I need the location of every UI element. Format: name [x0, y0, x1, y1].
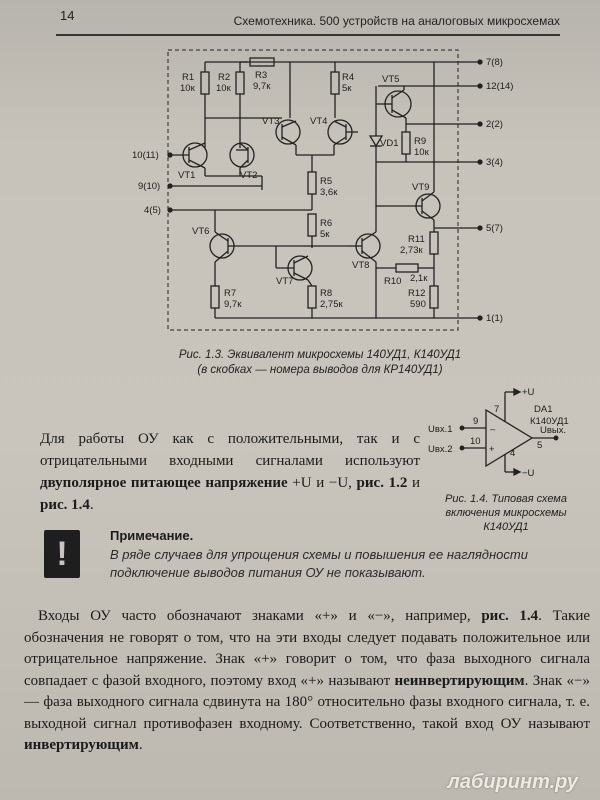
r7-value: 9,7к — [224, 299, 242, 310]
running-head: Схемотехника. 500 устройств на аналоговы… — [233, 14, 560, 28]
r9-value: 10к — [414, 147, 430, 158]
fig-1-4-caption-line3: К140УД1 — [483, 521, 529, 533]
r6-label: R6 — [320, 218, 332, 229]
pin5-label: 5 — [537, 440, 542, 451]
note-text: В ряде случаев для упрощения схемы и пов… — [110, 547, 528, 580]
fig-1-3-caption-line1: Рис. 1.3. Эквивалент микросхемы 140УД1, … — [178, 349, 462, 361]
vt9-label: VT9 — [412, 182, 429, 193]
r3-value: 9,7к — [253, 81, 271, 92]
r4-value: 5к — [342, 83, 352, 94]
para2-bold-3: инвертирующим — [24, 737, 139, 753]
r11-value: 2,73к — [400, 245, 423, 256]
fig-1-3-schematic: R1 10к R2 10к R3 9,7к R4 5к R5 3,6к R6 5… — [132, 49, 513, 331]
paragraph-2: Входы ОУ часто обозначают знаками «+» и … — [24, 606, 590, 757]
paragraph-1: Для работы ОУ как с положительными, так … — [40, 428, 420, 516]
pin4-label: 4 — [510, 448, 515, 459]
r3-label: R3 — [255, 70, 267, 81]
pin-1-1: 1(1) — [486, 313, 503, 324]
vt2-label: VT2 — [240, 170, 257, 181]
para2-bold-1: рис. 1.4 — [481, 608, 539, 624]
r2-label: R2 — [218, 72, 230, 83]
r5-value: 3,6к — [320, 187, 338, 198]
para1-bold-1: двуполярное питающее напряжение — [40, 475, 288, 491]
vt5-label: VT5 — [382, 74, 399, 85]
r5-label: R5 — [320, 176, 332, 187]
r11-label: R11 — [408, 234, 425, 245]
fig-1-4-caption-line2: включения микросхемы — [445, 507, 567, 519]
r8-label: R8 — [320, 288, 332, 299]
watermark: лабиринт.ру — [447, 771, 578, 793]
pin10-label: 10 — [470, 436, 481, 447]
vt1-label: VT1 — [178, 170, 195, 181]
r12-value: 590 — [410, 299, 426, 310]
page-number: 14 — [60, 8, 75, 23]
pin-12-14: 12(14) — [486, 81, 513, 92]
pin-9-10: 9(10) — [138, 181, 160, 192]
pin-10-11: 10(11) — [132, 150, 159, 161]
note-warning-icon: ! — [44, 530, 80, 578]
r4-label: R4 — [342, 72, 354, 83]
para2-text-4: . — [138, 737, 143, 753]
para1-text-2: +U и −U, — [287, 475, 357, 491]
input2-label: Uвх.2 — [428, 444, 453, 455]
r2-value: 10к — [216, 83, 232, 94]
pin-4-5: 4(5) — [144, 205, 161, 216]
r8-value: 2,75к — [320, 299, 343, 310]
r9-label: R9 — [414, 136, 426, 147]
para1-text-3: и — [407, 475, 420, 491]
pin-2-2: 2(2) — [486, 119, 503, 130]
pin-3-4: 3(4) — [486, 157, 503, 168]
vt6-label: VT6 — [192, 226, 209, 237]
fig-1-4-caption-line1: Рис. 1.4. Типовая схема — [445, 493, 567, 505]
para1-bold-3: рис. 1.4 — [40, 497, 90, 513]
noninverting-sign: + — [489, 444, 495, 455]
r7-label: R7 — [224, 288, 236, 299]
inverting-sign: – — [490, 424, 496, 435]
fig-1-4-schematic: +U −U DA1 К140УД1 Uвх.1 Uвх.2 Uвых. 7 9 … — [428, 387, 569, 479]
output-label: Uвых. — [540, 425, 566, 436]
pin-5-7: 5(7) — [486, 223, 503, 234]
vt8-label: VT8 — [352, 260, 369, 271]
para2-bold-2: неинвертирующим — [394, 672, 525, 689]
r10-value: 2,1к — [410, 273, 428, 284]
fig-1-3-caption: Рис. 1.3. Эквивалент микросхемы 140УД1, … — [150, 348, 490, 378]
r12-label: R12 — [408, 288, 425, 299]
vt3-label: VT3 — [262, 116, 279, 127]
para2-text-1: Входы ОУ часто обозначают знаками «+» и … — [38, 608, 482, 624]
para1-text-1: Для работы ОУ как с положительными, так … — [40, 431, 420, 469]
minus-u-label: −U — [522, 468, 535, 479]
para2-text-3: . Знак «−» — фаза выходного сигнала сдви… — [24, 672, 590, 732]
vt4-label: VT4 — [310, 116, 327, 127]
note-title: Примечание. — [110, 528, 194, 543]
pin-7-8: 7(8) — [486, 57, 503, 68]
r1-label: R1 — [182, 72, 194, 83]
para2-text-2: . Такие обозначения не говорят о том, чт… — [24, 608, 591, 689]
header-rule — [56, 34, 560, 36]
vd1-label: VD1 — [380, 138, 398, 149]
r10-label: R10 — [384, 276, 401, 287]
pin9-label: 9 — [473, 416, 478, 427]
r6-value: 5к — [320, 229, 330, 240]
pin7-label: 7 — [494, 404, 499, 415]
para1-bold-2: рис. 1.2 — [356, 475, 408, 491]
para1-text-4: . — [89, 497, 94, 513]
plus-u-label: +U — [522, 387, 535, 398]
part-label: К140УД1 — [530, 416, 569, 427]
vt7-label: VT7 — [276, 276, 293, 287]
input1-label: Uвх.1 — [428, 424, 453, 435]
r1-value: 10к — [180, 83, 196, 94]
da1-label: DA1 — [534, 404, 552, 415]
fig-1-3-caption-line2: (в скобках — номера выводов для КР140УД1… — [197, 364, 443, 376]
fig-1-4-caption: Рис. 1.4. Типовая схема включения микрос… — [418, 492, 594, 534]
